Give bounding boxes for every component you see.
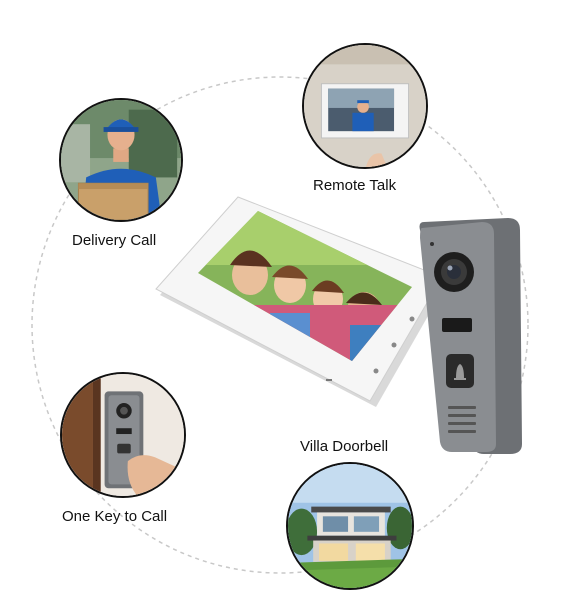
- finger-pressing-doorbell-photo: [60, 372, 186, 498]
- monitor-on-wall-photo: [302, 43, 428, 169]
- outdoor-doorbell-camera: [412, 216, 527, 456]
- indoor-video-monitor: [150, 195, 450, 410]
- feature-label-villa-doorbell: Villa Doorbell: [300, 438, 389, 455]
- feature-label-remote-talk: Remote Talk: [313, 177, 397, 194]
- feature-label-one-key-to-call: One Key to Call: [62, 508, 168, 525]
- delivery-person-photo: [59, 98, 183, 222]
- modern-villa-photo: [286, 462, 414, 590]
- feature-label-delivery-call: Delivery Call: [72, 232, 157, 249]
